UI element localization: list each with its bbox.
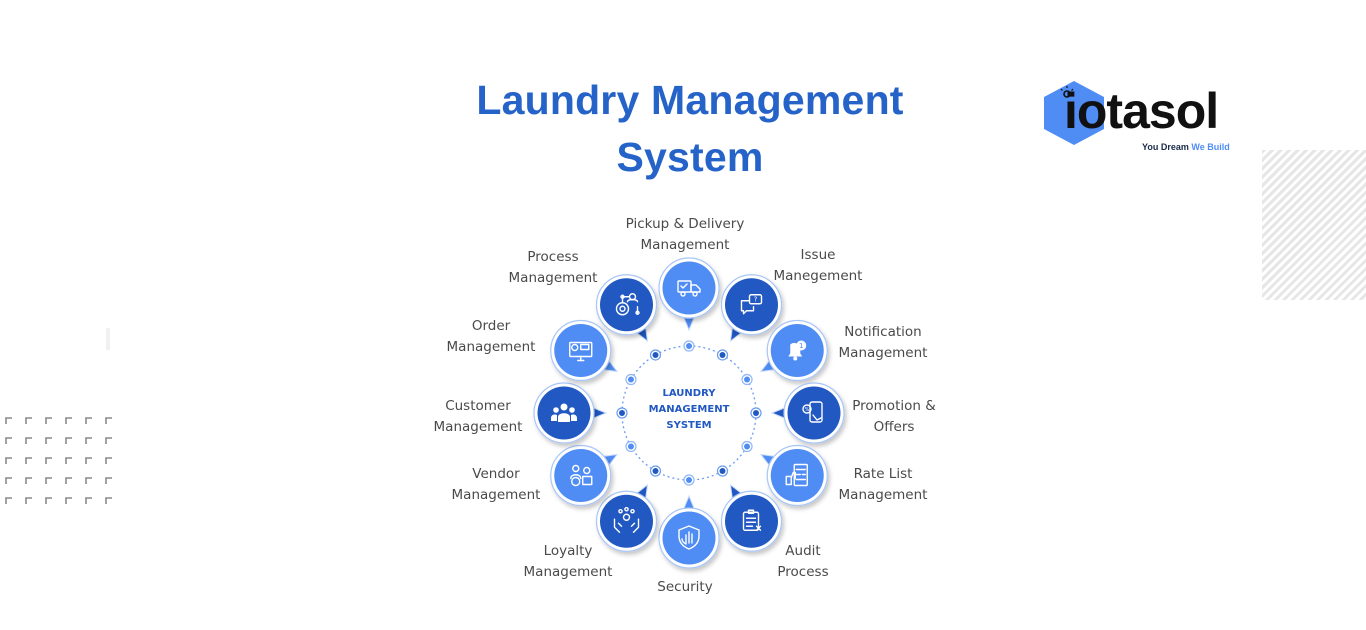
logo-hexagon-icon bbox=[1044, 81, 1104, 145]
page-title: Laundry Management System bbox=[420, 72, 960, 186]
delivery-truck-icon bbox=[677, 280, 701, 297]
title-line-2: System bbox=[616, 134, 764, 180]
customer-group-icon bbox=[551, 403, 577, 422]
tagline-part-1: You Dream bbox=[1142, 142, 1192, 152]
module-node-vendor bbox=[550, 444, 619, 507]
title-line-1: Laundry Management bbox=[476, 77, 904, 123]
module-node-issue: ? bbox=[720, 274, 783, 343]
ring-connector-dot bbox=[741, 440, 753, 453]
svg-text:%: % bbox=[805, 407, 810, 413]
module-node-order bbox=[550, 319, 619, 382]
logo-tagline: You Dream We Build bbox=[1142, 142, 1230, 152]
ring-connector-dot bbox=[683, 340, 695, 352]
module-node-pickup bbox=[658, 257, 720, 332]
shield-hand-icon bbox=[678, 525, 700, 550]
label-security: Security bbox=[657, 579, 713, 595]
ring-connector-dot bbox=[741, 373, 753, 386]
order-monitor-icon bbox=[569, 341, 593, 362]
mobile-discount-icon: % bbox=[802, 401, 823, 423]
tagline-part-2: We Build bbox=[1191, 142, 1230, 152]
module-node-promotion: % bbox=[770, 382, 845, 444]
ring-connector-dot bbox=[649, 349, 662, 361]
center-line-2: MANAGEMENT bbox=[648, 404, 730, 415]
question-chat-icon: ? bbox=[740, 294, 763, 315]
ring-connector-dot bbox=[683, 474, 695, 486]
module-node-audit bbox=[720, 483, 783, 552]
module-node-customer bbox=[533, 382, 608, 444]
gear-process-icon bbox=[615, 293, 640, 316]
svg-text:1: 1 bbox=[799, 342, 803, 350]
center-line-3: SYSTEM bbox=[666, 420, 712, 431]
module-node-security bbox=[658, 494, 720, 569]
center-label: LAUNDRY MANAGEMENT SYSTEM bbox=[649, 386, 730, 434]
ring-connector-dot bbox=[750, 407, 762, 419]
clipboard-audit-icon bbox=[742, 509, 762, 531]
rating-list-icon bbox=[785, 463, 808, 487]
ring-connector-dot bbox=[649, 465, 662, 477]
module-node-notification: 1 bbox=[759, 319, 828, 382]
iotasol-logo: iotasol You Dream We Build bbox=[1040, 80, 1240, 160]
module-node-loyalty bbox=[595, 483, 658, 552]
corner-grid-decoration bbox=[5, 417, 112, 504]
logo-wordmark: iotasol bbox=[1064, 83, 1219, 139]
center-line-1: LAUNDRY bbox=[662, 388, 716, 399]
ring-connector-dot bbox=[616, 407, 628, 419]
vendor-people-icon bbox=[570, 464, 593, 487]
module-node-ratelist bbox=[759, 444, 828, 507]
label-promotion: Promotion &Offers bbox=[852, 398, 936, 435]
bell-badge-icon: 1 bbox=[788, 340, 807, 361]
ring-connector-dot bbox=[625, 440, 637, 453]
module-node-process bbox=[595, 274, 658, 343]
decorative-bar bbox=[106, 328, 110, 350]
ring-connector-dot bbox=[625, 373, 637, 386]
ring-connector-dot bbox=[716, 465, 729, 477]
svg-text:?: ? bbox=[754, 296, 758, 304]
striped-decoration bbox=[1262, 150, 1366, 300]
ring-connector-dot bbox=[716, 349, 729, 361]
hands-people-icon bbox=[613, 506, 640, 533]
